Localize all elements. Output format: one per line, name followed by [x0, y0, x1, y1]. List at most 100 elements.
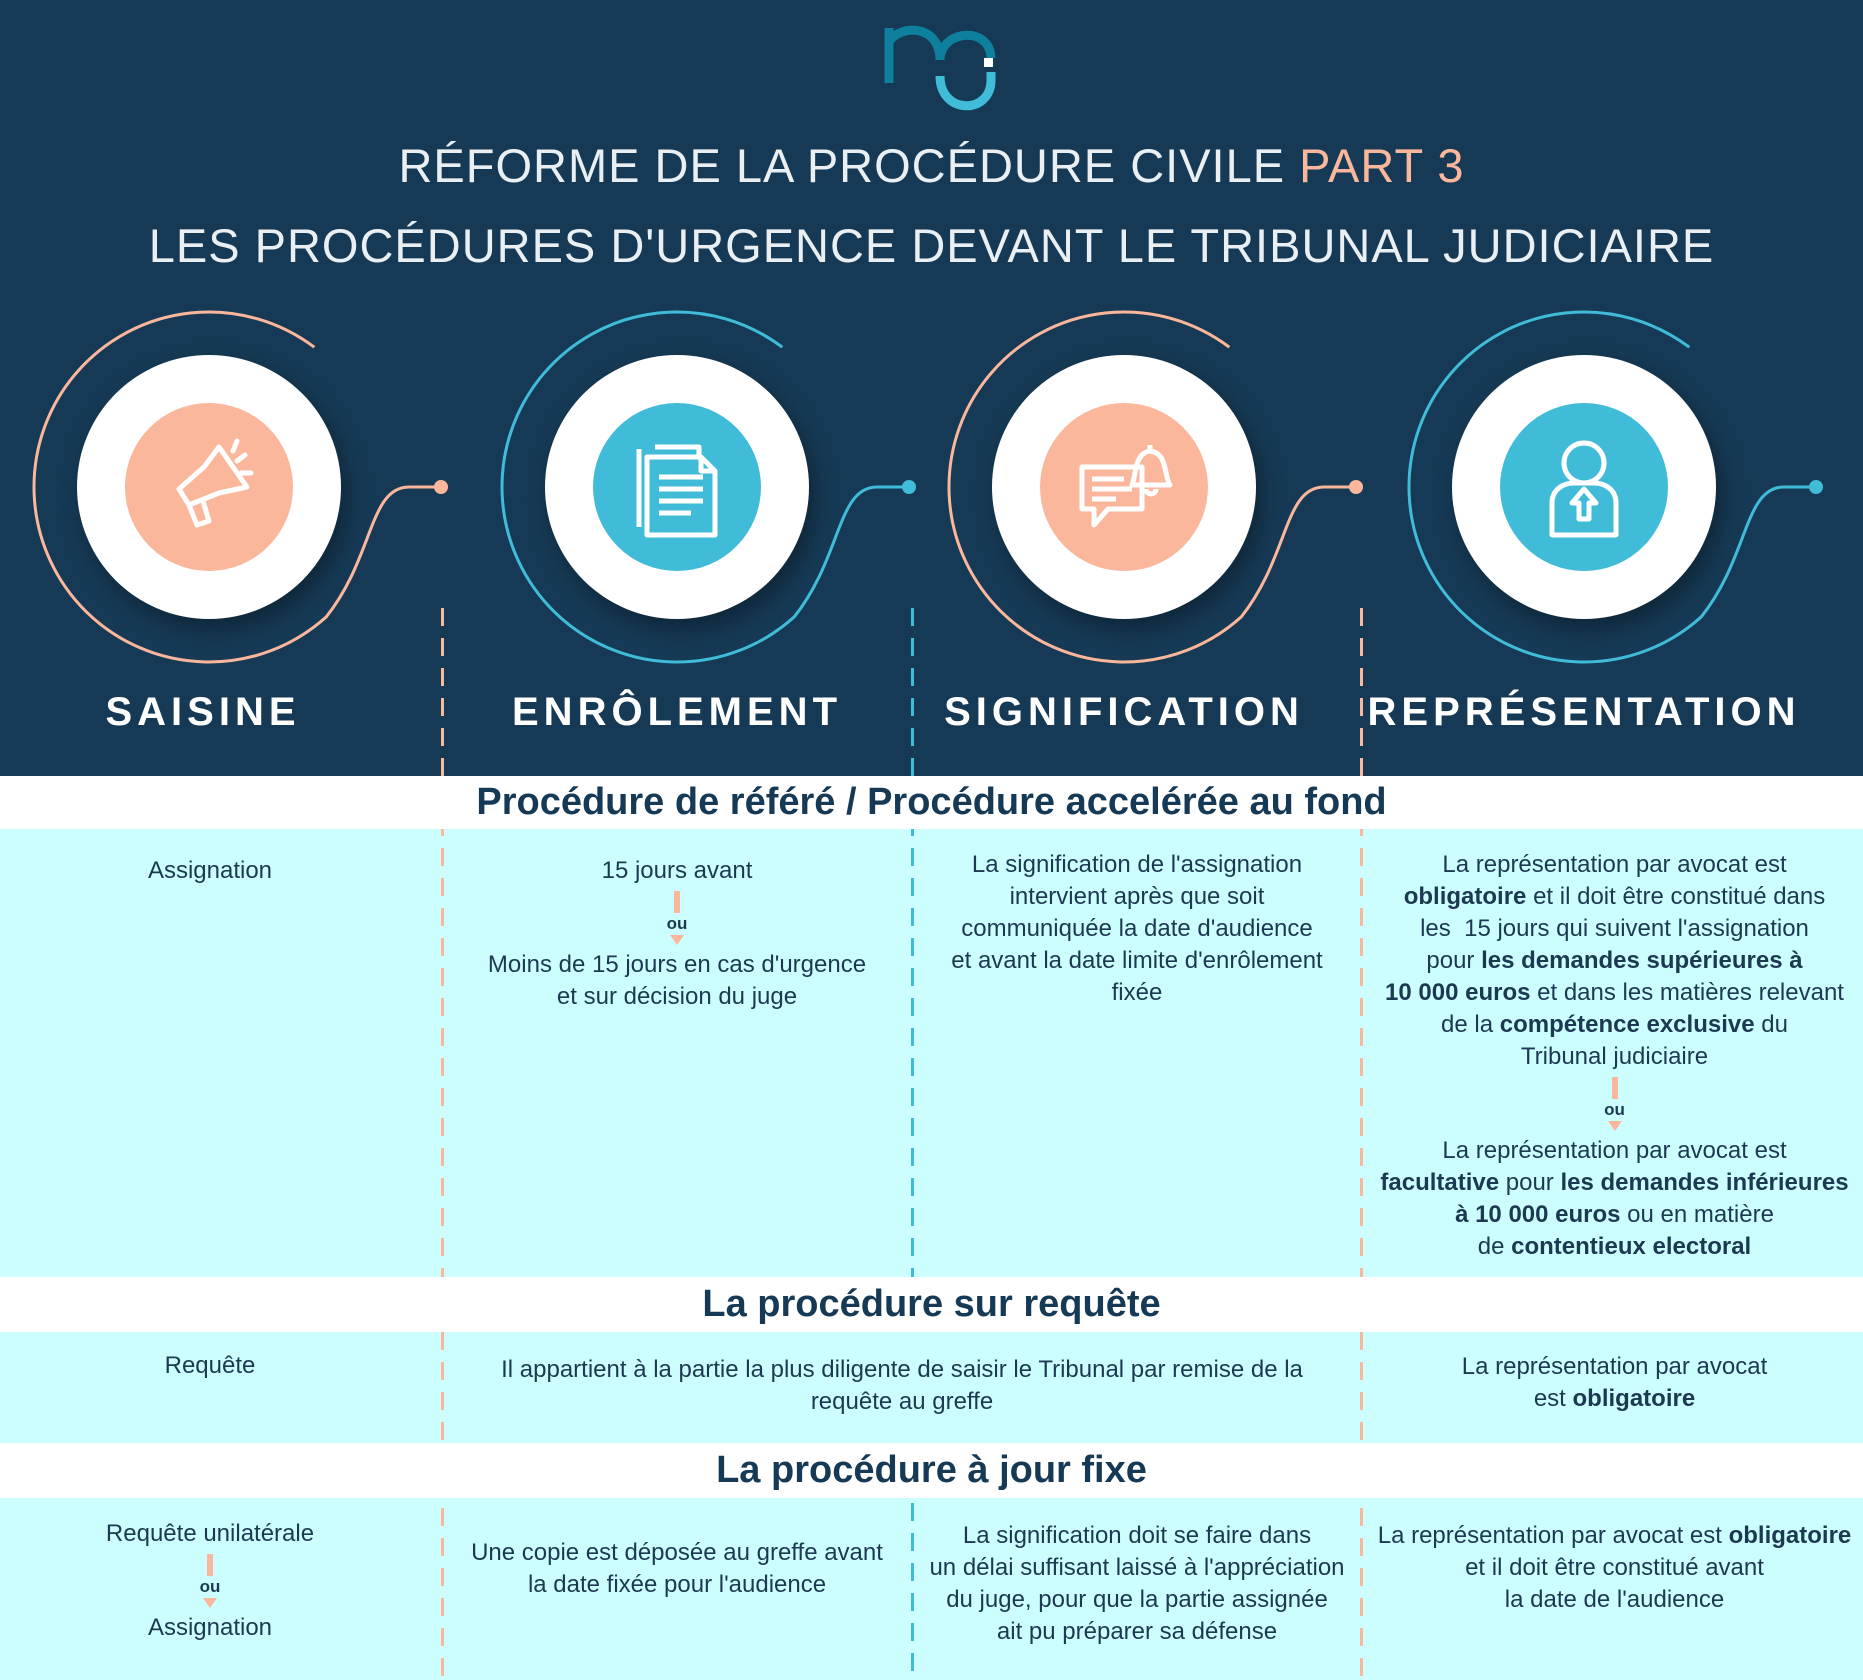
ou-label: ou	[199, 1577, 221, 1596]
divider-2b	[911, 1443, 914, 1680]
text: de	[1477, 1233, 1512, 1260]
lawyer-icon	[1500, 403, 1668, 571]
text-line: pour les demandes supérieures à	[1366, 945, 1863, 977]
ou-arrow: ou	[452, 891, 902, 945]
divider-3-requete	[1360, 1332, 1363, 1443]
text-line: et il doit être constitué avant	[1366, 1552, 1863, 1584]
cell-jour-fixe-representation: La représentation par avocat est obligat…	[1366, 1520, 1863, 1616]
text: de la	[1441, 1011, 1500, 1038]
text: Assignation	[147, 1614, 273, 1641]
documents-icon	[593, 403, 761, 571]
cell-requete-enrolement-signification: Il appartient à la partie la plus dilige…	[452, 1354, 1352, 1418]
text-line: de la compétence exclusive du	[1366, 1009, 1863, 1041]
arrow-head-icon	[1607, 1121, 1622, 1131]
step-label-1: SAISINE	[105, 690, 301, 734]
text: La représentation par avocat est	[1377, 1522, 1729, 1549]
timeline-decoration	[32, 310, 1823, 664]
paragraph: Assignation	[0, 855, 420, 887]
text-line: 15 jours avant	[452, 855, 902, 887]
text: communiquée la date d'audience	[961, 915, 1313, 942]
step-circle-4	[1452, 355, 1716, 619]
text: Tribunal judiciaire	[1520, 1043, 1709, 1070]
chat-bell-icon	[1040, 403, 1208, 571]
text: et il doit être constitué avant	[1465, 1554, 1764, 1581]
text-line: Tribunal judiciaire	[1366, 1041, 1863, 1073]
text: et il doit être constitué dans	[1526, 883, 1826, 910]
ou-arrow: ou	[1366, 1077, 1863, 1131]
text-line: facultative pour les demandes inférieure…	[1366, 1167, 1863, 1199]
text-line: est obligatoire	[1366, 1383, 1863, 1415]
text: ait pu préparer sa défense	[996, 1618, 1278, 1645]
paragraph: Requête unilatérale	[0, 1518, 420, 1550]
text-line: ait pu préparer sa défense	[914, 1616, 1360, 1648]
cell-refere-representation: La représentation par avocat est obligato…	[1366, 849, 1863, 1263]
ou-label: ou	[1604, 1100, 1625, 1119]
text-line: intervient après que soit	[918, 881, 1356, 913]
text: un délai suffisant laissé à l'appréciati…	[929, 1554, 1345, 1581]
section-heading-jour-fixe: La procédure à jour fixe	[0, 1443, 1863, 1498]
bold-text: facultative	[1380, 1169, 1500, 1196]
text-line: Requête unilatérale	[0, 1518, 420, 1550]
bold-text: à 10 000 euros	[1455, 1201, 1621, 1228]
text: La représentation par avocat est	[1442, 851, 1787, 878]
text-line: Une copie est déposée au greffe avant	[452, 1537, 902, 1569]
text: du	[1754, 1011, 1788, 1038]
text: la date de l'audience	[1504, 1586, 1725, 1613]
arrow-head-icon	[670, 935, 684, 945]
ou-label: ou	[666, 914, 688, 933]
bold-text: contentieux electoral	[1511, 1233, 1752, 1260]
text: La signification de l'assignation	[971, 851, 1303, 878]
text-line: La représentation par avocat est	[1366, 1135, 1863, 1167]
title-line-1: RÉFORME DE LA PROCÉDURE CIVILE PART 3	[0, 138, 1863, 193]
text: et avant la date limite d'enrôlement	[951, 947, 1323, 974]
arrow-head-icon	[203, 1598, 217, 1608]
step-circle-1	[77, 355, 341, 619]
paragraph: Assignation	[0, 1612, 420, 1644]
step-label-2: ENRÔLEMENT	[512, 690, 842, 734]
text: les 15 jours qui suivent l'assignation	[1420, 915, 1809, 942]
paragraph: La représentation par avocat est obligato…	[1366, 1351, 1863, 1415]
text-line: 10 000 euros et dans les matières releva…	[1366, 977, 1863, 1009]
bold-text: les demandes inférieures	[1560, 1169, 1849, 1196]
text-line: communiquée la date d'audience	[918, 913, 1356, 945]
text-line: La signification de l'assignation	[918, 849, 1356, 881]
connector-dot-1	[434, 480, 448, 494]
section-heading-requete: La procédure sur requête	[0, 1277, 1863, 1332]
text-line: Il appartient à la partie la plus dilige…	[452, 1354, 1352, 1386]
text-line: du juge, pour que la partie assignée	[914, 1584, 1360, 1616]
text-line: requête au greffe	[452, 1386, 1352, 1418]
text-line: et avant la date limite d'enrôlement	[918, 945, 1356, 977]
text-line: obligatoire et il doit être constitué da…	[1366, 881, 1863, 913]
section-heading-refere: Procédure de référé / Procédure acceléré…	[0, 776, 1863, 829]
connector-dot-4	[1809, 480, 1823, 494]
text-line: La signification doit se faire dans	[914, 1520, 1360, 1552]
cell-refere-saisine: Assignation	[0, 855, 420, 887]
text-line: les 15 jours qui suivent l'assignation	[1366, 913, 1863, 945]
logo	[884, 25, 996, 111]
paragraph: La représentation par avocat est obligat…	[1366, 1520, 1863, 1616]
text-line: Assignation	[0, 855, 420, 887]
ring-arc-4	[1407, 310, 1816, 664]
paragraph: Il appartient à la partie la plus dilige…	[452, 1354, 1352, 1418]
bold-text: compétence exclusive	[1499, 1011, 1755, 1038]
divider-1-requete	[441, 1332, 444, 1443]
text-line: et sur décision du juge	[452, 981, 902, 1013]
divider-3	[1360, 608, 1363, 1680]
text: la date fixée pour l'audience	[527, 1571, 827, 1598]
paragraph: La représentation par avocat est obligato…	[1366, 849, 1863, 1073]
text-line: à 10 000 euros ou en matière	[1366, 1199, 1863, 1231]
paragraph: 15 jours avant	[452, 855, 902, 887]
connector-dot-3	[1349, 480, 1363, 494]
text-line: La représentation par avocat est obligat…	[1366, 1520, 1863, 1552]
arrow-shaft	[674, 891, 680, 913]
text: du juge, pour que la partie assignée	[946, 1586, 1328, 1613]
text-line: un délai suffisant laissé à l'appréciati…	[914, 1552, 1360, 1584]
title-text: RÉFORME DE LA PROCÉDURE CIVILE	[398, 139, 1300, 192]
text: La représentation par avocat	[1461, 1353, 1768, 1380]
